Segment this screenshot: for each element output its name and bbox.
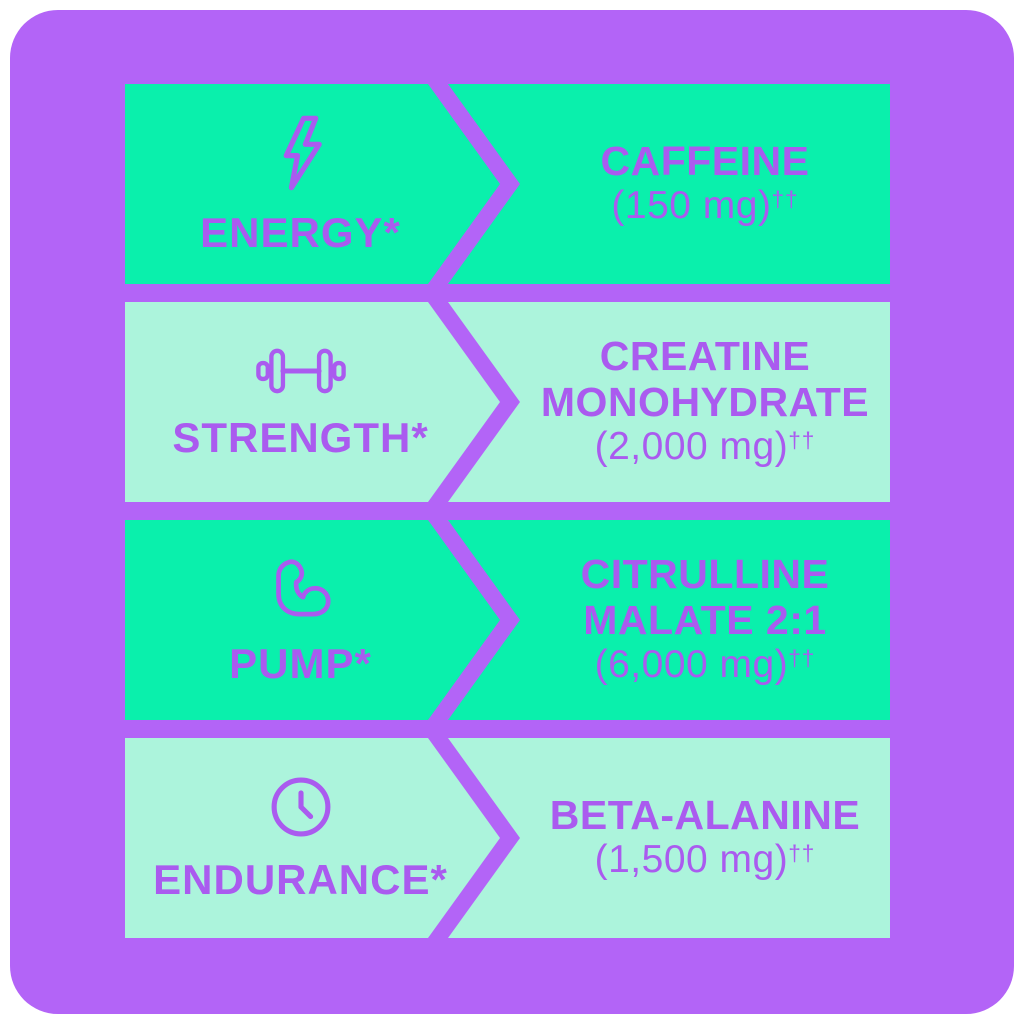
dagger-marks: †† xyxy=(788,427,816,453)
ingredient-name: CAFFEINE xyxy=(600,138,810,185)
ingredient-amount: (6,000 mg)†† xyxy=(594,642,816,686)
benefit-block-pump: PUMP* xyxy=(125,520,500,720)
ingredient-amount: (2,000 mg)†† xyxy=(594,424,816,468)
ingredient-block-citrulline: CITRULLINE MALATE 2:1 (6,000 mg)†† xyxy=(448,520,890,720)
ingredient-name: BETA-ALANINE xyxy=(549,792,861,839)
benefit-label: ENDURANCE* xyxy=(153,856,448,903)
benefit-block-energy: ENERGY* xyxy=(125,84,500,284)
benefit-block-endurance: ENDURANCE* xyxy=(125,738,500,938)
dagger-marks: †† xyxy=(788,645,816,671)
benefit-row-pump: PUMP* CITRULLINE MALATE 2:1 (6,000 mg)†† xyxy=(125,520,890,720)
lightning-icon xyxy=(275,114,327,192)
dumbbell-icon xyxy=(254,345,348,397)
benefit-row-strength: STRENGTH* CREATINE MONOHYDRATE (2,000 mg… xyxy=(125,302,890,502)
benefit-label: PUMP* xyxy=(229,640,372,687)
ingredient-name: CITRULLINE MALATE 2:1 xyxy=(580,551,830,643)
ingredient-block-beta-alanine: BETA-ALANINE (1,500 mg)†† xyxy=(448,738,890,938)
benefit-label: ENERGY* xyxy=(200,209,401,256)
benefit-rows: ENERGY* CAFFEINE (150 mg)†† xyxy=(125,84,890,938)
pre-workout-benefits-card: ENERGY* CAFFEINE (150 mg)†† xyxy=(10,10,1014,1014)
bicep-icon xyxy=(267,555,335,623)
benefit-row-energy: ENERGY* CAFFEINE (150 mg)†† xyxy=(125,84,890,284)
dagger-marks: †† xyxy=(788,840,816,866)
dagger-marks: †† xyxy=(771,186,799,212)
benefit-label: STRENGTH* xyxy=(172,414,429,461)
ingredient-block-caffeine: CAFFEINE (150 mg)†† xyxy=(448,84,890,284)
ingredient-amount: (1,500 mg)†† xyxy=(594,838,816,882)
benefit-block-strength: STRENGTH* xyxy=(125,302,500,502)
ingredient-name: CREATINE MONOHYDRATE xyxy=(540,333,870,425)
ingredient-block-creatine: CREATINE MONOHYDRATE (2,000 mg)†† xyxy=(448,302,890,502)
benefit-row-endurance: ENDURANCE* BETA-ALANINE (1,500 mg)†† xyxy=(125,738,890,938)
clock-icon xyxy=(269,775,333,839)
ingredient-amount: (150 mg)†† xyxy=(611,184,799,228)
